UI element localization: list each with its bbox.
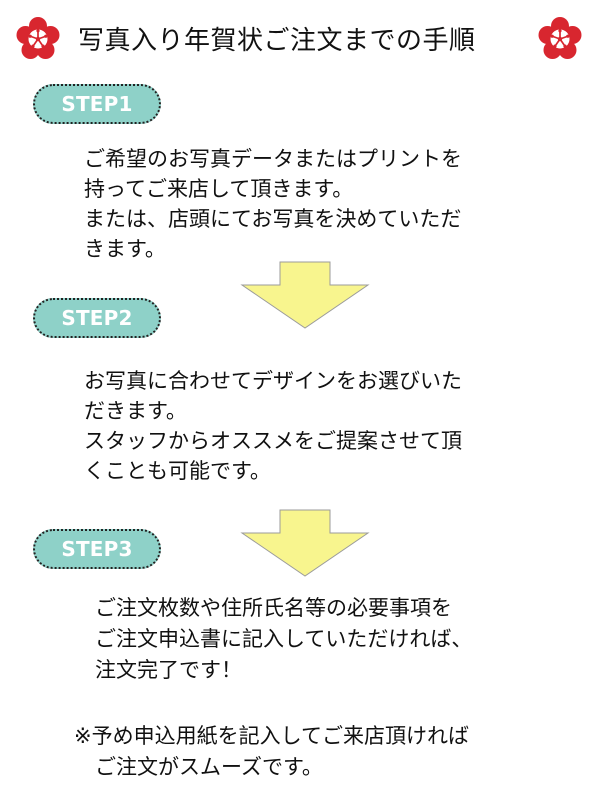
step-3-badge: STEP3 [33,529,161,569]
step-2-text: お写真に合わせてデザインをお選びいた だきます。 スタッフからオススメをご提案さ… [84,369,462,483]
step-1-text: ご希望のお写真データまたはプリントを 持ってご来店して頂きます。 または、店頭に… [84,147,462,261]
step-1-badge: STEP1 [33,84,161,124]
plum-blossom-icon [16,17,60,59]
step-3-text: ご注文枚数や住所氏名等の必要事項を ご注文申込書に記入していただければ、 注文完… [95,596,473,682]
step-2-badge: STEP2 [33,298,161,338]
page-title: 写真入り年賀状ご注文までの手順 [78,26,476,56]
plum-blossom-icon [538,17,582,59]
note-text: ※予め申込用紙を記入してご来店頂ければ ご注文がスムーズです。 [74,724,469,779]
down-arrow-icon [240,261,370,329]
down-arrow-icon [240,509,370,577]
